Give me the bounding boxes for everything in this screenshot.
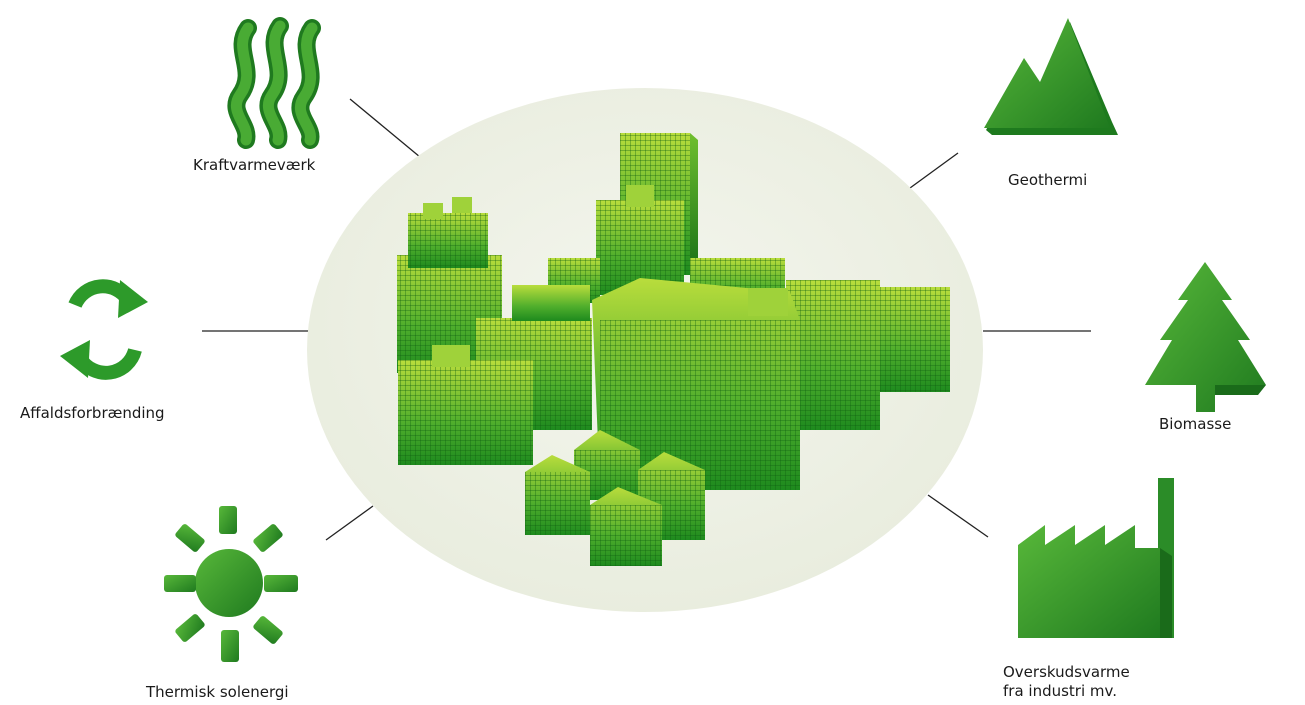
heat-waves-icon (227, 17, 321, 149)
sun-icon (164, 506, 298, 662)
label-biomasse: Biomasse (1159, 415, 1232, 433)
label-thermisk-solenergi: Thermisk solenergi (146, 683, 289, 701)
city-buildings-icon (397, 133, 950, 566)
label-kraftvarmevaerk: Kraftvarmeværk (193, 156, 316, 174)
mountain-icon (984, 18, 1118, 135)
label-geothermi: Geothermi (1008, 171, 1088, 189)
connector-lines (202, 98, 1091, 541)
tree-icon (1145, 262, 1266, 412)
connector-chp (349, 98, 421, 158)
connector-solar (325, 505, 374, 541)
label-overskudsvarme-line1: Overskudsvarme (1003, 663, 1130, 681)
label-overskudsvarme: Overskudsvarme fra industri mv. (1003, 663, 1130, 701)
factory-icon (1018, 478, 1174, 638)
label-affaldsforbraending: Affaldsforbrænding (20, 404, 165, 422)
label-overskudsvarme-line2: fra industri mv. (1003, 682, 1118, 700)
connector-industry (927, 494, 989, 538)
recycle-arrows-icon (60, 279, 148, 380)
connector-geo (909, 152, 959, 189)
